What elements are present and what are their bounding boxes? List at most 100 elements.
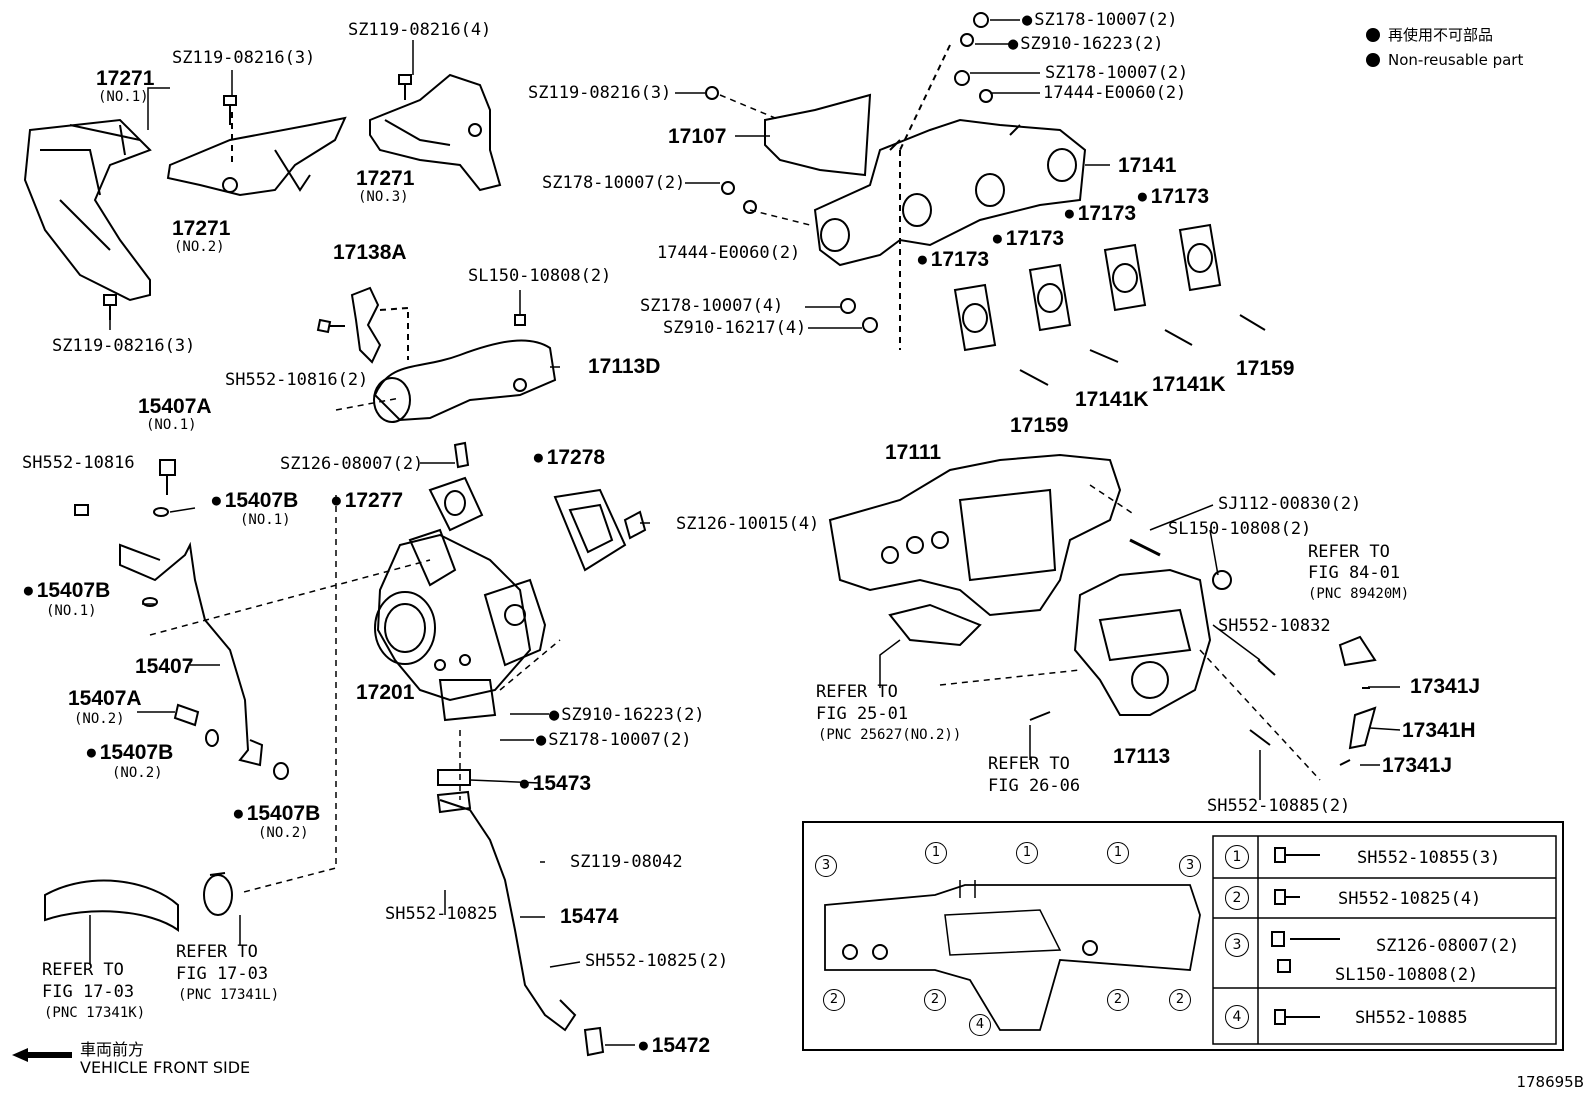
part-label: 17141K xyxy=(1152,373,1226,396)
part-sublabel: (NO.1) xyxy=(146,417,197,433)
inset-callout-marker: 3 xyxy=(1179,855,1201,877)
key-part-number: SZ126-08007(2) xyxy=(1376,936,1520,956)
part-label: 17111 xyxy=(885,441,942,464)
part-label: 17341H xyxy=(1402,719,1476,742)
refer-label: FIG 84-01 xyxy=(1308,563,1401,583)
part-label: 17107 xyxy=(668,125,727,148)
key-number-circle: 3 xyxy=(1225,933,1249,957)
refer-label: REFER TO xyxy=(42,960,124,980)
part-label: SZ178-10007(2) xyxy=(536,732,691,749)
part-sublabel: (NO.2) xyxy=(258,825,309,841)
part-sublabel: (NO.1) xyxy=(240,512,291,528)
filled-circle-icon xyxy=(1366,53,1380,67)
nuts-washers-drawing xyxy=(705,12,993,350)
inset-callout-marker: 2 xyxy=(1169,989,1191,1011)
part-label: SH552-10816 xyxy=(22,453,135,473)
part-label: 17341J xyxy=(1382,754,1453,777)
part-label: 17173 xyxy=(1063,203,1136,224)
part-label: SH552-10832 xyxy=(1218,616,1331,636)
heat-insulator-no3-drawing xyxy=(369,73,502,192)
inset-callout-marker: 2 xyxy=(1107,989,1129,1011)
part-label: 17271 xyxy=(172,217,231,240)
dashed-reference-lines xyxy=(149,94,1321,894)
part-label: SZ119-08216(4) xyxy=(348,20,492,40)
bolts-drawing xyxy=(103,74,412,320)
part-label: SZ178-10007(2) xyxy=(542,173,686,193)
part-label: SZ910-16223(2) xyxy=(549,707,704,724)
part-label: 17113D xyxy=(588,355,661,378)
part-label: 17271 xyxy=(356,167,415,190)
intake-manifold-drawing xyxy=(828,453,1122,647)
key-table-grid xyxy=(1212,835,1557,1045)
part-label: SH552-10816(2) xyxy=(225,370,369,390)
inset-callout-marker: 4 xyxy=(969,1014,991,1036)
part-label: 17159 xyxy=(1236,357,1295,380)
part-label: SZ126-10015(4) xyxy=(676,514,820,534)
refer-label: (PNC 25627(NO.2)) xyxy=(818,727,962,743)
part-label: 15407B xyxy=(85,742,174,763)
arrow-left-icon xyxy=(12,1048,72,1062)
part-label: 17173 xyxy=(1136,186,1209,207)
figure-id: 178695B xyxy=(1516,1073,1584,1091)
part-label: SH552-10885(2) xyxy=(1207,796,1351,816)
part-label: 15407B xyxy=(232,803,321,824)
part-label: SZ119-08216(3) xyxy=(528,83,672,103)
part-label: SZ119-08216(3) xyxy=(52,336,196,356)
refer-label: REFER TO xyxy=(1308,542,1390,562)
part-label: 15474 xyxy=(560,905,619,928)
part-label: 17444-E0060(2) xyxy=(1043,83,1187,103)
part-label: SZ178-10007(2) xyxy=(1045,63,1189,83)
inset-callout-marker: 1 xyxy=(925,842,947,864)
part-label: SZ910-16223(2) xyxy=(1008,36,1163,53)
heat-insulator-no2-drawing xyxy=(166,116,347,197)
hoses-drawing xyxy=(44,872,233,932)
refer-label: (PNC 89420M) xyxy=(1308,586,1410,602)
leader-lines xyxy=(89,19,1401,1046)
refer-label: FIG 17-03 xyxy=(176,964,269,984)
legend-jp: 再使用不可部品 xyxy=(1388,26,1494,44)
part-sublabel: (NO.2) xyxy=(112,765,163,781)
part-label: 17173 xyxy=(916,249,989,270)
part-label: SZ910-16217(4) xyxy=(663,318,807,338)
front-side-jp: 車両前方 xyxy=(80,1040,145,1059)
part-label: 17278 xyxy=(532,447,605,468)
part-label: 17444-E0060(2) xyxy=(657,243,801,263)
refer-label: REFER TO xyxy=(816,682,898,702)
outlet-elbow-drawing xyxy=(316,286,557,423)
exhaust-manifold-drawing xyxy=(764,93,1087,267)
part-label: 17201 xyxy=(356,681,415,704)
legend: 再使用不可部品 Non-reusable part xyxy=(1366,24,1523,75)
key-part-number: SH552-10825(4) xyxy=(1338,889,1482,909)
part-label: 17141 xyxy=(1118,154,1177,177)
part-label: SZ178-10007(2) xyxy=(1022,12,1177,29)
part-label: 17141K xyxy=(1075,388,1149,411)
part-label: 17173 xyxy=(991,228,1064,249)
part-sublabel: (NO.1) xyxy=(46,603,97,619)
part-label: SZ119-08042 xyxy=(570,852,683,872)
refer-label: (PNC 17341K) xyxy=(44,1005,146,1021)
turbocharger-drawing xyxy=(374,528,547,722)
part-sublabel: (NO.1) xyxy=(98,89,149,105)
part-label: 15472 xyxy=(637,1035,710,1056)
part-label: 15407B xyxy=(210,490,299,511)
front-side-en: VEHICLE FRONT SIDE xyxy=(80,1058,251,1077)
part-label: 15407A xyxy=(68,687,142,710)
part-sublabel: (NO.2) xyxy=(174,239,225,255)
part-label: 15407 xyxy=(135,655,194,678)
part-label: SH552-10825 xyxy=(385,904,498,924)
heat-insulator-no1-drawing xyxy=(23,118,152,302)
filled-circle-icon xyxy=(1366,28,1380,42)
gaskets-drawing xyxy=(428,441,647,572)
part-label: 17341J xyxy=(1410,675,1481,698)
part-label: 17159 xyxy=(1010,414,1069,437)
refer-label: FIG 25-01 xyxy=(816,704,909,724)
part-label: 17277 xyxy=(330,490,403,511)
part-label: 15473 xyxy=(518,773,591,794)
key-number-circle: 4 xyxy=(1225,1005,1249,1029)
part-label: SZ119-08216(3) xyxy=(172,48,316,68)
part-label: 17271 xyxy=(96,67,155,90)
key-part-number: SH552-10855(3) xyxy=(1357,848,1501,868)
part-label: 15407B xyxy=(22,580,111,601)
